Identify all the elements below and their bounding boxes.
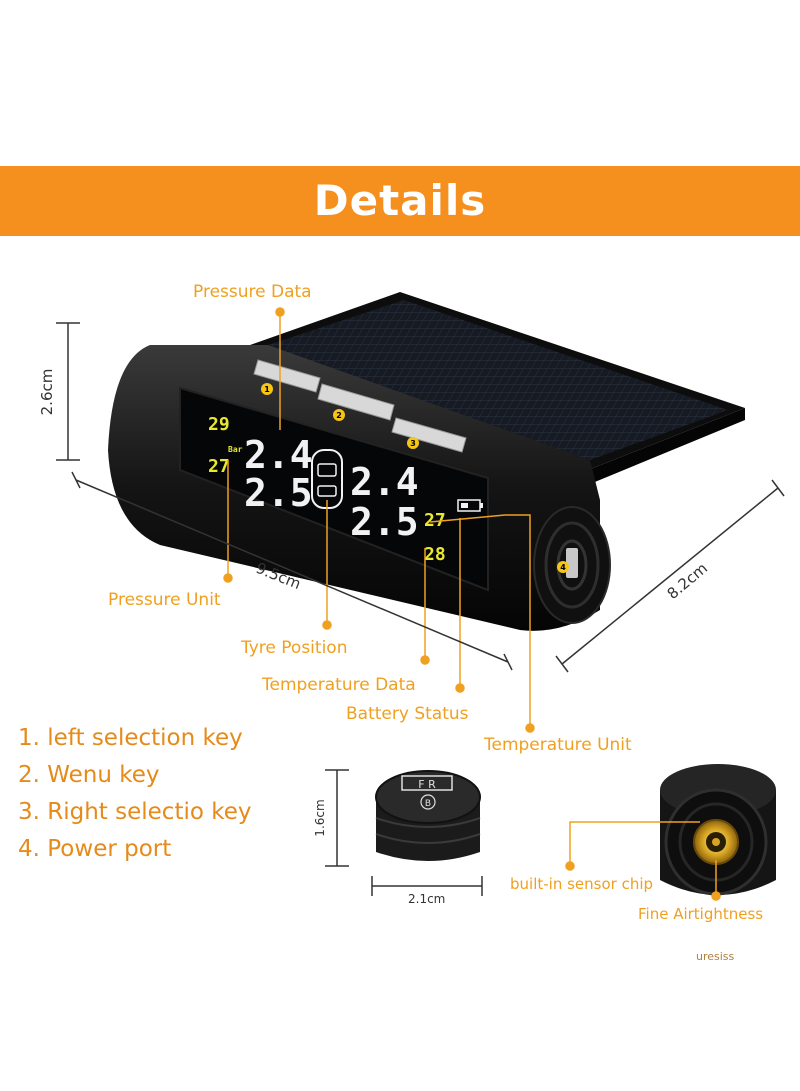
callout-temperature-unit: Temperature Unit	[484, 735, 632, 755]
callout-pressure-data: Pressure Data	[193, 282, 312, 302]
dimension-height: 2.6cm	[38, 368, 56, 416]
page-title: Details	[313, 176, 487, 225]
solar-panel	[250, 292, 745, 484]
sensor-cap-label-top: F R	[418, 778, 436, 791]
lcd-temp-fr: 27	[424, 510, 446, 531]
key-list-item: 1. left selection key	[18, 725, 243, 751]
key-list: 1. left selection key 2. Wenu key 3. Rig…	[18, 720, 252, 868]
callout-sensor-chip: built-in sensor chip	[510, 875, 654, 893]
watermark-logo: uresiss	[696, 950, 735, 963]
dimension-sensor-height: 1.6cm	[313, 799, 327, 837]
device-buttons	[253, 359, 467, 453]
sensor-cap-label-bottom: B	[425, 799, 431, 809]
key-markers: 1 2 3 4	[261, 383, 569, 573]
lcd-unit-bar: Bar	[228, 445, 243, 454]
callout-airtightness: Fine Airtightness	[638, 905, 764, 923]
lcd-temp-fl: 29	[208, 414, 230, 435]
lcd-readouts: 29 27 Bar 2.4 2.5 2.4 2.5 27 28	[208, 414, 446, 565]
sensor-callouts	[565, 821, 721, 901]
callout-pressure-unit: Pressure Unit	[108, 590, 221, 610]
lcd-screen	[179, 386, 489, 592]
dimension-sensor-width: 2.1cm	[408, 892, 446, 906]
svg-text:4: 4	[560, 563, 566, 572]
lcd-pressure-fr: 2.4	[350, 460, 419, 504]
lcd-pressure-fl: 2.4	[244, 433, 313, 477]
sensor-cap: F R B	[375, 770, 481, 861]
callout-lines	[223, 307, 535, 733]
lcd-pressure-rl: 2.5	[244, 471, 313, 515]
header-banner	[0, 166, 800, 236]
dimension-lines	[56, 322, 785, 896]
svg-text:1: 1	[264, 385, 270, 394]
callout-battery-status: Battery Status	[346, 704, 469, 724]
sensor-underside	[660, 764, 776, 896]
lcd-pressure-rr: 2.5	[350, 500, 419, 544]
svg-text:3: 3	[410, 439, 416, 448]
key-list-item: 4. Power port	[18, 836, 172, 862]
key-list-item: 3. Right selectio key	[18, 799, 252, 825]
lcd-temp-rr: 28	[424, 544, 446, 565]
key-list-item: 2. Wenu key	[18, 762, 160, 788]
callout-temperature-data: Temperature Data	[262, 675, 416, 695]
battery-icon	[457, 499, 483, 512]
callout-tyre-position: Tyre Position	[241, 638, 348, 658]
lcd-temp-rl: 27	[208, 456, 230, 477]
svg-text:2: 2	[336, 411, 342, 420]
